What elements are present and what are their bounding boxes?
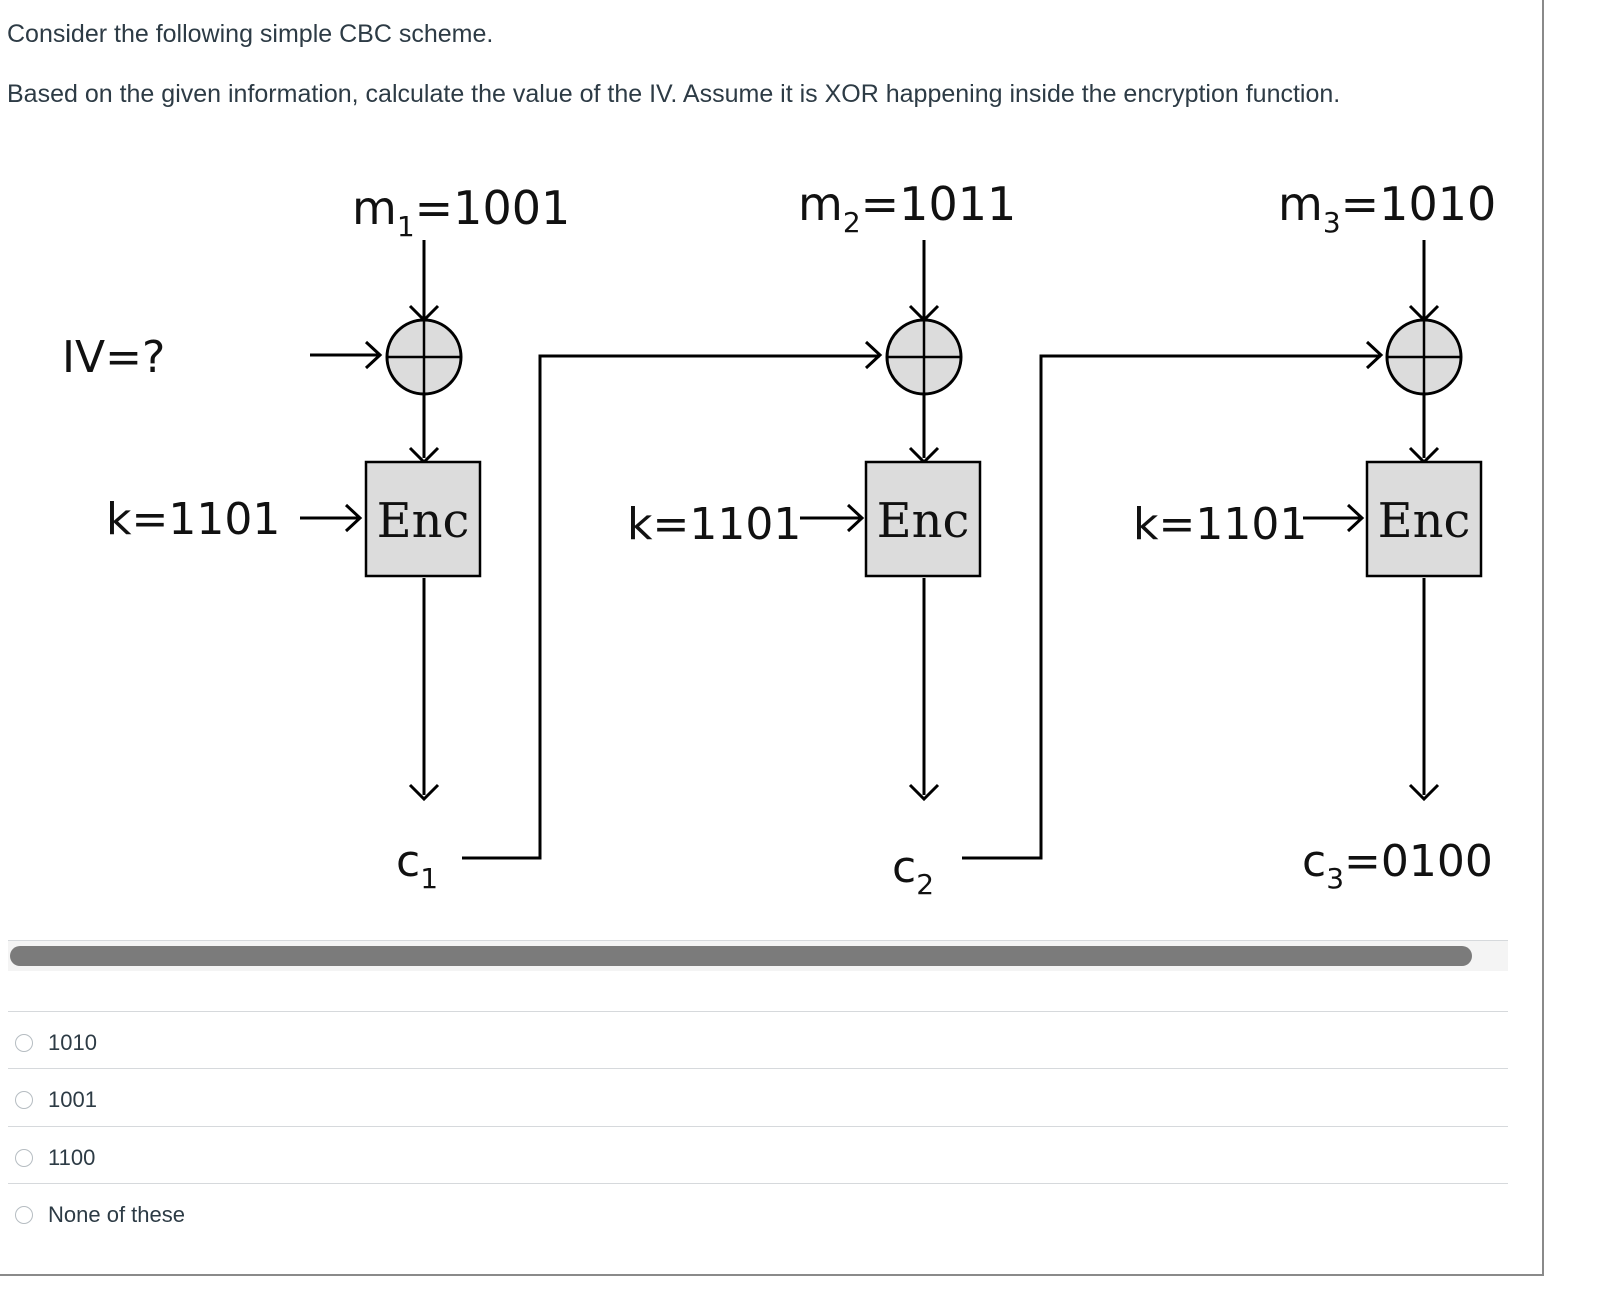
answer-label: 1001 [48,1087,97,1112]
m3-label: m3=1010 [1278,177,1496,239]
cbc-diagram: IV=? m1=1001 m2=1011 m3=1010 k=1101 k=11… [62,177,1496,901]
divider [8,1068,1508,1069]
scrollbar-thumb[interactable] [10,946,1472,966]
cbc-block-2 [800,240,982,802]
enc-box-3 [1365,460,1483,578]
m2-label: m2=1011 [798,177,1016,239]
cbc-block-3 [1303,240,1483,802]
answer-label: 1010 [48,1030,97,1055]
radio-button[interactable] [15,1149,33,1167]
enc-label-1: Enc [377,493,470,549]
c2-label: c2 [892,842,934,901]
enc-label-3: Enc [1378,493,1471,549]
answer-option-4[interactable]: None of these [8,1185,1508,1242]
enc-box-2 [864,460,982,578]
iv-label: IV=? [62,332,165,383]
chain-line-2 [962,354,1381,860]
key-label-2: k=1101 [627,499,801,550]
divider [8,1183,1508,1184]
c3-label: c3=0100 [1302,836,1493,895]
cbc-block-1 [300,240,482,802]
divider [8,1126,1508,1127]
page-frame [0,0,1544,1276]
divider [8,940,1508,941]
answer-option-1[interactable]: 1010 [8,1013,1508,1070]
chain-line-1 [462,354,880,860]
m1-label: m1=1001 [352,181,570,243]
answer-option-2[interactable]: 1001 [8,1070,1508,1127]
divider [8,1011,1508,1012]
answer-label: 1100 [48,1145,96,1170]
radio-button[interactable] [15,1034,33,1052]
horizontal-scrollbar[interactable] [8,941,1508,971]
key-label-1: k=1101 [106,494,280,545]
question-intro: Consider the following simple CBC scheme… [7,20,494,48]
radio-button[interactable] [15,1206,33,1224]
answer-option-3[interactable]: 1100 [8,1128,1508,1185]
enc-box-1 [364,460,482,578]
enc-label-2: Enc [877,493,970,549]
radio-button[interactable] [15,1091,33,1109]
answer-label: None of these [48,1202,185,1227]
key-label-3: k=1101 [1133,499,1307,550]
question-prompt: Based on the given information, calculat… [7,80,1341,108]
c1-label: c1 [396,836,438,895]
